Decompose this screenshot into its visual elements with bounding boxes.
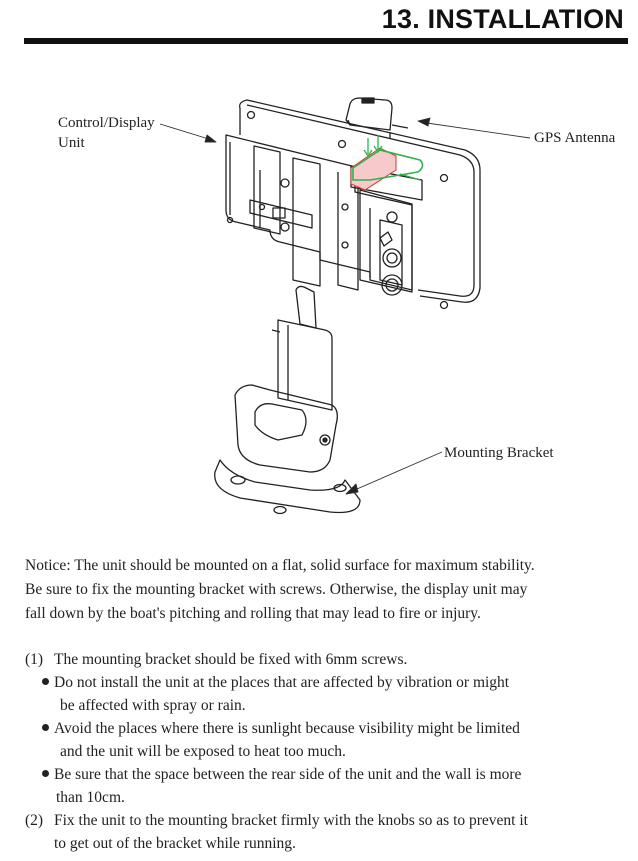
- leader-mounting-bracket: [349, 451, 443, 493]
- leader-gps-antenna: [419, 121, 531, 139]
- control-display-unit-drawing: [225, 99, 481, 310]
- bullet-1: Do not install the unit at the places th…: [42, 674, 509, 692]
- label-gps-antenna: GPS Antenna: [534, 130, 616, 146]
- installation-figure: Control/Display Unit GPS Antenna Mountin…: [40, 80, 638, 520]
- label-control-display-line2: Unit: [58, 135, 85, 151]
- mounting-bracket-drawing: [214, 285, 361, 515]
- leader-lines: [159, 117, 531, 495]
- bullet-2: Avoid the places where there is sunlight…: [42, 720, 520, 738]
- label-mounting-bracket: Mounting Bracket: [444, 445, 554, 461]
- bullet-1-line-1: Do not install the unit at the places th…: [54, 674, 510, 691]
- title-underline: [24, 38, 628, 44]
- installation-diagram: [159, 97, 531, 515]
- bullet-icon: [42, 677, 49, 685]
- bullet-2-line-2: and the unit will be exposed to heat too…: [60, 743, 346, 760]
- step-2-number: (2): [25, 812, 44, 829]
- page-title: 13. INSTALLATION: [381, 4, 624, 34]
- bullet-2-line-1: Avoid the places where there is sunlight…: [54, 720, 520, 737]
- step-1-number: (1): [25, 651, 44, 668]
- bullet-3-line-1: Be sure that the space between the rear …: [54, 766, 522, 783]
- step-2-line-1: Fix the unit to the mounting bracket fir…: [54, 812, 528, 829]
- notice-line-2: Be sure to fix the mounting bracket with…: [25, 581, 528, 598]
- leader-control-display: [159, 123, 213, 141]
- label-control-display-line1: Control/Display: [58, 115, 155, 131]
- bullet-3-line-2: than 10cm.: [56, 789, 125, 806]
- notice-line-1: Notice: The unit should be mounted on a …: [25, 557, 535, 574]
- antenna-mount-highlight: [350, 135, 424, 191]
- notice-line-3: fall down by the boat's pitching and rol…: [25, 605, 481, 622]
- bullet-1-line-2: be affected with spray or rain.: [60, 697, 246, 714]
- step-2-line-2: to get out of the bracket while running.: [54, 835, 296, 852]
- bullet-3: Be sure that the space between the rear …: [42, 766, 521, 784]
- bullet-icon: [42, 723, 49, 731]
- gps-antenna-drawing: [345, 97, 409, 138]
- bullet-icon: [42, 769, 49, 777]
- step-1-text: The mounting bracket should be fixed wit…: [54, 651, 408, 668]
